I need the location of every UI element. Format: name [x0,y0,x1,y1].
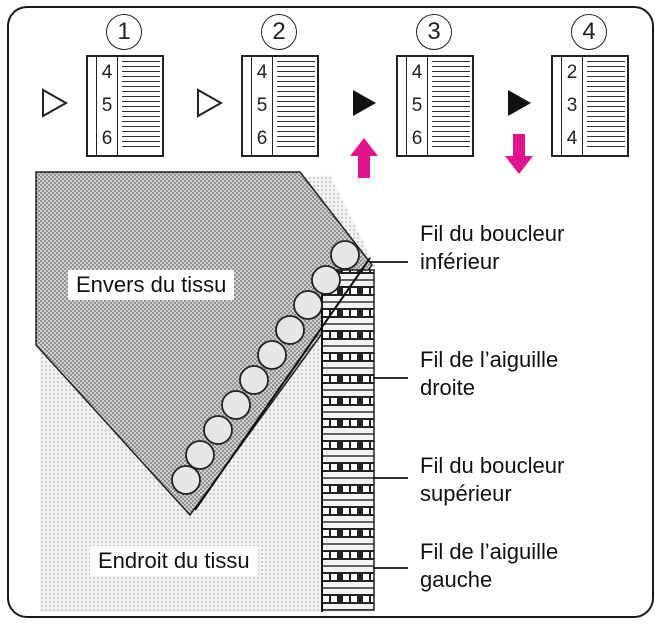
dial-value: 4 [566,127,578,149]
filled-triangle-icon [353,90,376,116]
tension-dial: 4 5 6 [241,55,319,157]
dial-value: 5 [256,94,268,116]
tension-dial: 4 5 6 [396,55,474,157]
diagram-frame [7,6,654,618]
diagonal-stitches [171,240,360,495]
step-number: 1 [106,14,142,50]
outline-triangle-icon [42,88,69,118]
step-number: 2 [261,14,297,50]
fabric-front-label: Endroit du tissu [90,546,258,576]
tension-dial: 4 5 6 [86,55,164,157]
left-needle-thread-label: Fil de l’aiguille gauche [420,539,559,592]
tension-dial: 2 3 4 [551,55,629,157]
dial-value: 6 [411,127,423,149]
dial-value: 4 [256,62,268,84]
dial-value: 2 [566,62,578,84]
dial-value: 4 [101,62,113,84]
seam-band [321,269,375,611]
step-number: 4 [571,14,607,50]
upper-looper-thread-label: Fil du boucleur supérieur [420,453,565,506]
dial-value: 3 [566,94,578,116]
dial-value: 4 [411,62,423,84]
outline-triangle-icon [197,88,224,118]
filled-triangle-icon [508,90,531,116]
dial-value: 5 [411,94,423,116]
fabric-back-label: Envers du tissu [68,270,235,300]
dial-value: 6 [101,127,113,149]
dial-value: 5 [101,94,113,116]
step-number: 3 [416,14,452,50]
arrow-up-icon [350,138,378,178]
right-needle-thread-label: Fil de l’aiguille droite [420,347,559,400]
fabric-back [35,171,373,517]
dial-value: 6 [256,127,268,149]
arrow-down-icon [505,134,533,174]
lower-looper-thread-label: Fil du boucleur inférieur [420,221,565,274]
